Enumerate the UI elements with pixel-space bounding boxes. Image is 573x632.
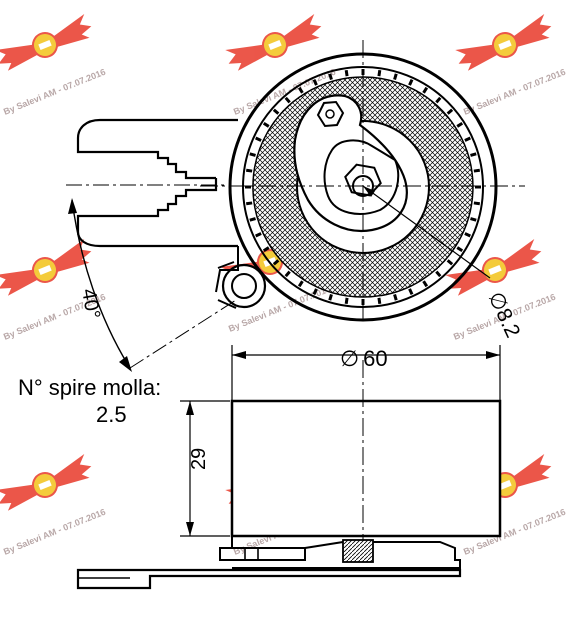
bearing-dash — [328, 73, 333, 80]
lower-lug-outer — [221, 263, 267, 309]
watermark-text: By Salevi AM - 07.07.2016 — [2, 67, 107, 117]
bearing-dash — [408, 79, 414, 86]
bearing-dash — [249, 217, 256, 222]
bearing-dash — [470, 152, 477, 157]
winged-car-logo-icon — [0, 239, 92, 296]
bearing-dash — [377, 297, 382, 305]
winged-car-logo-icon — [0, 454, 92, 511]
bearing-dash — [262, 246, 270, 253]
bearing-dash — [408, 288, 414, 295]
bearing-dash — [249, 152, 256, 157]
bearing-dash — [446, 259, 454, 266]
top-view — [200, 40, 525, 322]
height-label: 29 — [188, 448, 210, 470]
bearing-dash — [312, 288, 318, 295]
pulley-side-body — [230, 399, 502, 538]
bearing-dash — [393, 73, 398, 80]
angle-label: 40° — [77, 287, 104, 321]
bearing-dash — [473, 201, 481, 206]
bearing-dash — [284, 270, 291, 278]
spring-section — [342, 539, 374, 563]
bearing-dash — [377, 69, 382, 77]
bearing-dash — [255, 136, 262, 142]
bore-leader-arrow — [363, 186, 375, 197]
bearing-dash — [272, 259, 280, 266]
bore-leader-line — [362, 185, 491, 279]
bearing-dash — [328, 294, 333, 301]
bearing-dash — [393, 294, 398, 301]
winged-car-logo-icon — [225, 14, 322, 71]
angle-dimension — [68, 198, 237, 372]
bearing-dash — [456, 121, 464, 128]
bearing-dashes — [245, 69, 481, 305]
winged-car-logo-icon — [445, 239, 542, 296]
fork-bracket — [66, 118, 239, 293]
bearing-dash — [284, 96, 291, 104]
base-plate — [76, 568, 462, 590]
hex-bolt-center — [325, 109, 335, 119]
bearing-dash — [272, 108, 280, 115]
side-view — [76, 345, 502, 590]
bearing-dash — [245, 168, 253, 173]
bearing-dash — [435, 270, 442, 278]
winged-car-logo-icon — [0, 14, 92, 71]
bearing-dash — [422, 280, 429, 288]
bearing-dash — [245, 201, 253, 206]
bearing-dash — [344, 69, 349, 77]
bearing-dash — [456, 246, 464, 253]
bearing-dash — [422, 86, 429, 94]
watermark-text: By Salevi AM - 07.07.2016 — [2, 507, 107, 557]
bearing-dash — [473, 168, 481, 173]
bearing-dash — [446, 108, 454, 115]
bearing-dash — [297, 280, 304, 288]
lower-lug-hole — [231, 273, 257, 299]
lower-lug-bracket — [217, 261, 237, 309]
bearing-dash — [297, 86, 304, 94]
spring-turns-label: N° spire molla: — [18, 375, 161, 400]
bearing-dash — [435, 96, 442, 104]
bearing-dash — [312, 79, 318, 86]
watermark-text: By Salevi AM - 07.07.2016 — [462, 67, 567, 117]
hex-bolt — [316, 100, 345, 128]
bearing-dash — [464, 136, 471, 142]
bearing-dash — [470, 217, 477, 222]
bearing-dash — [262, 121, 270, 128]
bearing-dash — [464, 232, 471, 238]
winged-car-logo-icon — [455, 14, 552, 71]
bearing-dash — [255, 232, 262, 238]
outer-diameter-label: ∅60 — [340, 346, 388, 371]
bearing-dash — [344, 297, 349, 305]
spring-turns-value: 2.5 — [96, 402, 127, 427]
